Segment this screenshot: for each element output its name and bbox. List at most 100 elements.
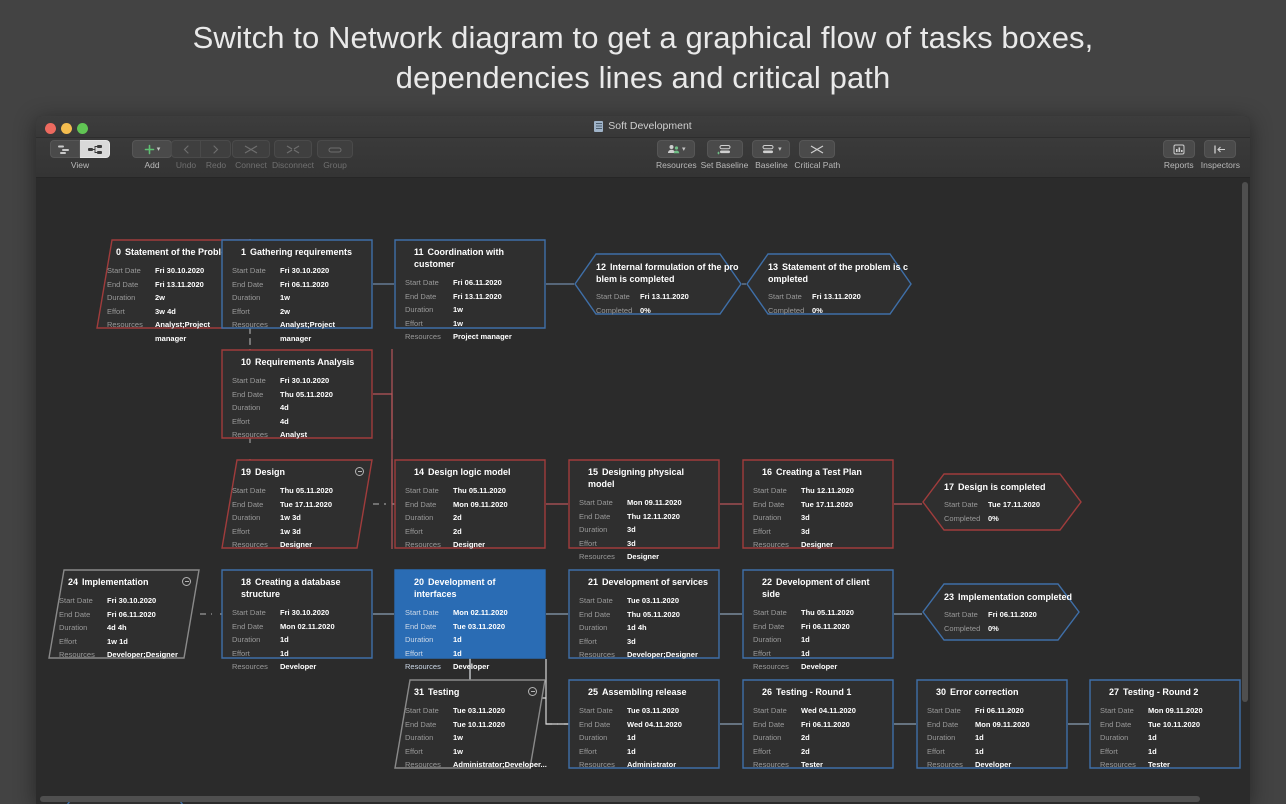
task-field-label: Resources bbox=[232, 430, 268, 439]
add-button[interactable]: ▾ bbox=[132, 140, 172, 158]
horizontal-scrollbar[interactable] bbox=[40, 796, 1200, 802]
maximize-window-button[interactable] bbox=[77, 123, 88, 134]
disconnect-button[interactable] bbox=[274, 140, 313, 158]
connect-button[interactable] bbox=[232, 140, 270, 158]
baseline-button[interactable]: ▾ bbox=[752, 140, 791, 158]
toolbar-item-resources[interactable]: ▾ Resources bbox=[656, 140, 697, 170]
toolbar-item-critical-path[interactable]: Critical Path bbox=[794, 140, 840, 170]
collapse-task-button[interactable] bbox=[355, 467, 364, 476]
task-field-label: Resources bbox=[59, 650, 95, 659]
task-id: 14 bbox=[414, 467, 425, 477]
undo-button[interactable] bbox=[171, 140, 201, 158]
task-field-value: Developer;Designer bbox=[627, 650, 698, 659]
vertical-scrollbar[interactable] bbox=[1242, 182, 1248, 702]
chevron-down-icon: ▾ bbox=[682, 145, 686, 153]
task-card-shape bbox=[746, 253, 912, 315]
toolbar-item-disconnect[interactable]: Disconnect bbox=[272, 140, 314, 170]
task-field-value: 2d bbox=[453, 526, 462, 536]
banner-headline: Switch to Network diagram to get a graph… bbox=[192, 20, 1094, 95]
toolbar-item-set-baseline[interactable]: Set Baseline bbox=[701, 140, 748, 170]
toolbar-item-baseline[interactable]: ▾ Baseline bbox=[752, 140, 791, 170]
minimize-window-button[interactable] bbox=[61, 123, 72, 134]
window-title-text: Soft Development bbox=[608, 120, 692, 132]
task-field-label: End Date bbox=[753, 621, 785, 631]
inspectors-button[interactable] bbox=[1204, 140, 1237, 158]
task-name: Creating a database structure bbox=[241, 577, 341, 599]
set-baseline-button[interactable] bbox=[706, 140, 743, 158]
toolbar-item-undo[interactable]: Undo bbox=[171, 140, 201, 170]
close-window-button[interactable] bbox=[45, 123, 56, 134]
task-field-label: Completed bbox=[768, 305, 805, 315]
task-field-value: Designer bbox=[453, 540, 486, 549]
toolbar-item-group[interactable]: Group bbox=[317, 140, 353, 170]
task-field-value: 1d bbox=[801, 635, 810, 644]
group-button[interactable] bbox=[317, 140, 353, 158]
task-field-value: Fri 06.11.2020 bbox=[453, 278, 502, 287]
task-name: Assembling release bbox=[602, 687, 687, 697]
toolbar-item-connect[interactable]: Connect bbox=[232, 140, 270, 170]
resources-button[interactable]: ▾ bbox=[657, 140, 696, 158]
task-card-shape bbox=[922, 473, 1082, 531]
collapse-task-button[interactable] bbox=[182, 577, 191, 586]
task-field-label: End Date bbox=[579, 719, 611, 729]
task-field-value: Fri 06.11.2020 bbox=[280, 279, 329, 289]
gantt-view-icon[interactable] bbox=[50, 140, 80, 158]
reports-button[interactable] bbox=[1162, 140, 1195, 158]
redo-button[interactable] bbox=[201, 140, 231, 158]
toolbar-item-reports[interactable]: Reports bbox=[1162, 140, 1195, 170]
reports-icon bbox=[1173, 144, 1185, 154]
task-field-value: 1w bbox=[453, 733, 464, 742]
toolbar-item-add[interactable]: ▾ Add bbox=[132, 140, 172, 170]
collapse-task-button[interactable] bbox=[528, 687, 537, 696]
set-baseline-icon bbox=[716, 144, 730, 154]
network-view-icon[interactable] bbox=[80, 140, 110, 158]
task-field-value: 0% bbox=[812, 305, 823, 315]
critical-path-button[interactable] bbox=[799, 140, 836, 158]
toolbar-item-redo[interactable]: Redo bbox=[201, 140, 231, 170]
task-id: 27 bbox=[1109, 687, 1120, 697]
toolbar-item-inspectors[interactable]: Inspectors bbox=[1201, 140, 1240, 170]
task-id: 20 bbox=[414, 577, 425, 587]
toolbar-item-view[interactable]: View bbox=[50, 140, 110, 170]
task-field-value: 3d bbox=[627, 525, 636, 534]
task-field-value: Designer bbox=[280, 540, 313, 549]
task-field-value: Fri 13.11.2020 bbox=[453, 291, 502, 301]
task-field-label: Effort bbox=[753, 526, 771, 536]
task-field-label: Duration bbox=[1100, 733, 1129, 742]
